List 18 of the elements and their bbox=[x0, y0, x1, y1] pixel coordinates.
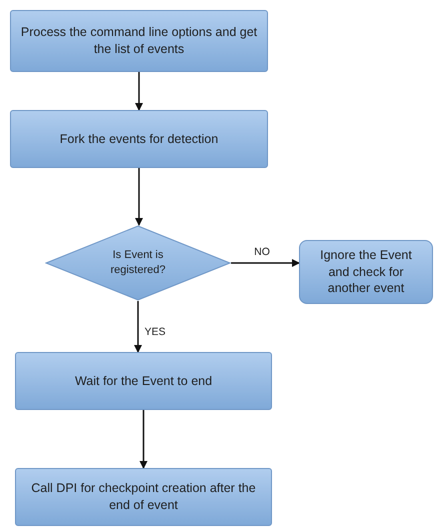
arrow bbox=[135, 168, 143, 226]
arrow bbox=[140, 410, 148, 469]
edge-label: NO bbox=[252, 246, 272, 258]
process-box bbox=[10, 110, 268, 168]
arrow bbox=[134, 301, 142, 353]
box-text: Call DPI for checkpoint creation after the end of event bbox=[30, 480, 257, 514]
process-box bbox=[299, 240, 433, 304]
process-box bbox=[15, 352, 272, 410]
decision-text: Is Event is registered? bbox=[109, 248, 167, 278]
box-text: Wait for the Event to end bbox=[74, 372, 212, 390]
arrow bbox=[231, 259, 300, 267]
box-text: Fork the events for detection bbox=[60, 130, 218, 148]
box-text: Process the command line options and get the list of events bbox=[20, 24, 258, 58]
edge-label: YES bbox=[142, 326, 168, 338]
box-text: Ignore the Event and check for another event bbox=[319, 246, 413, 298]
process-box bbox=[10, 10, 268, 72]
process-box bbox=[15, 468, 272, 526]
arrow bbox=[135, 72, 143, 111]
